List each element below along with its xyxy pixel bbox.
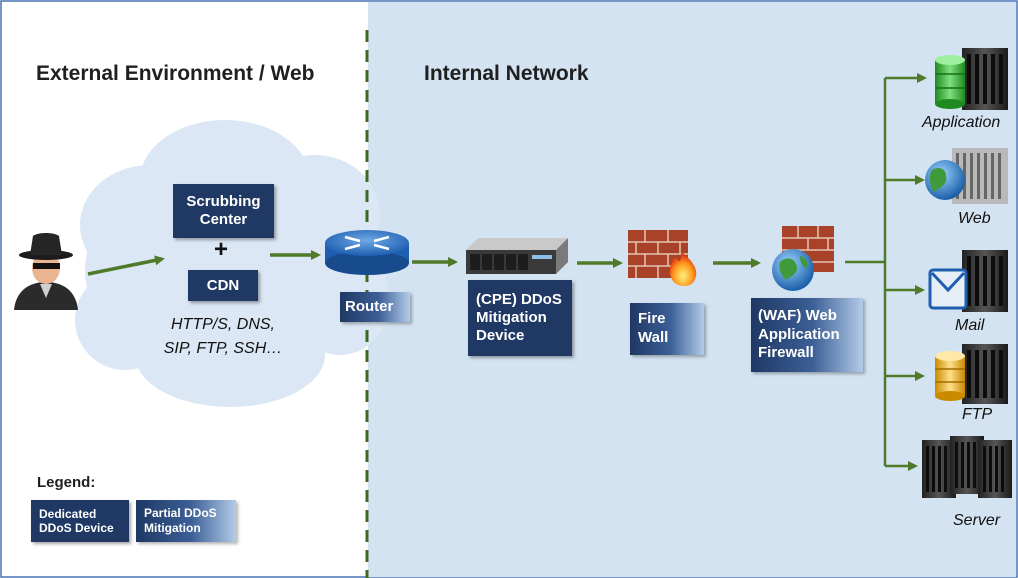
application-server-label: Application xyxy=(922,114,1001,131)
ftp-server-icon xyxy=(935,344,1008,404)
server-branch-tree xyxy=(845,73,927,471)
legend-dedicated-line-2: DDoS Device xyxy=(39,521,114,535)
mail-server-label: Mail xyxy=(955,317,985,334)
plus-sign: + xyxy=(214,236,229,263)
server-rack-icon xyxy=(922,436,1012,498)
mail-server-icon xyxy=(928,250,1008,312)
server-rack-label: Server xyxy=(953,512,1001,529)
legend-partial-line-2: Mitigation xyxy=(144,521,201,535)
web-server-label: Web xyxy=(958,210,991,227)
router-icon xyxy=(325,230,409,275)
cpe-label-line-3: Device xyxy=(476,327,525,344)
attacker-icon xyxy=(14,233,78,310)
cpe-ddos-mitigation-box: (CPE) DDoS Mitigation Device xyxy=(468,280,572,356)
ftp-server-label: FTP xyxy=(962,406,993,423)
firewall-label-line-1: Fire xyxy=(638,310,666,328)
waf-icon xyxy=(772,226,834,291)
application-server-icon xyxy=(935,48,1008,110)
scrubbing-center-box: Scrubbing Center xyxy=(173,184,274,238)
protocols-line-1: HTTP/S, DNS, xyxy=(170,316,275,333)
protocols-line-2: SIP, FTP, SSH… xyxy=(163,340,283,357)
firewall-label-line-2: Wall xyxy=(638,329,669,346)
legend-partial-line-1: Partial DDoS xyxy=(144,506,217,520)
cpe-device-icon xyxy=(466,238,568,274)
legend-title: Legend: xyxy=(37,474,96,491)
external-environment-heading: External Environment / Web xyxy=(36,62,315,85)
cpe-label-line-1: (CPE) DDoS xyxy=(476,291,562,308)
cpe-label-line-2: Mitigation xyxy=(476,309,547,326)
firewall-box: Fire Wall xyxy=(630,303,704,355)
arrow-attacker-to-cloud xyxy=(87,255,165,276)
waf-label-line-2: Application xyxy=(758,325,840,343)
firewall-icon xyxy=(628,230,697,286)
legend-dedicated-line-1: Dedicated xyxy=(39,506,97,521)
internal-network-heading: Internal Network xyxy=(424,62,589,85)
cdn-box: CDN xyxy=(188,270,258,301)
legend-dedicated-ddos-device: Dedicated DDoS Device xyxy=(31,500,129,542)
web-server-icon xyxy=(925,148,1008,204)
router-label: Router xyxy=(340,292,410,322)
waf-label-line-3: Firewall xyxy=(758,344,814,362)
waf-box: (WAF) Web Application Firewall xyxy=(751,298,863,372)
waf-label-line-1: (WAF) Web xyxy=(758,306,837,324)
legend-partial-ddos-mitigation: Partial DDoS Mitigation xyxy=(136,500,236,542)
